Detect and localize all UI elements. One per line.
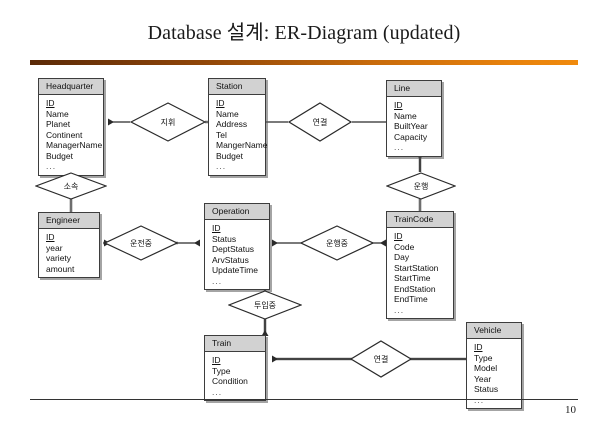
entity-operation-title: Operation [205, 204, 269, 220]
entity-train-attributes: ID Type Condition ... [205, 352, 265, 400]
diamond-shape [300, 225, 374, 261]
attribute-row: ArvStatus [212, 254, 249, 265]
attribute-row: year [46, 242, 63, 253]
attribute-row: StartTime [394, 273, 431, 283]
attribute-row: Status [212, 233, 237, 244]
entity-train[interactable]: Train ID Type Condition ... [204, 335, 266, 401]
attribute-row: ManagerName [46, 140, 103, 150]
diamond-shape [228, 290, 302, 320]
entity-station-title: Station [209, 79, 265, 95]
attribute-row: Day [394, 252, 410, 262]
page-number: 10 [565, 404, 576, 416]
entity-operation-attributes: ID Status DeptStatus ArvStatus UpdateTim… [205, 220, 269, 289]
attribute-row: Type [212, 365, 231, 376]
attribute-row: Tel [216, 129, 227, 140]
relationship-tuipjung[interactable]: 투입중 [228, 290, 302, 320]
entity-headquarter[interactable]: Headquarter ID Name Planet Continent Man… [38, 78, 104, 176]
entity-traincode-attributes: ID Code Day StartStation StartTime EndSt… [387, 228, 453, 318]
entity-engineer-title: Engineer [39, 213, 99, 229]
attribute-row: Budget [216, 150, 243, 161]
attribute-row: Year [474, 373, 492, 384]
attribute-row: Name [394, 110, 417, 121]
attribute-row: ID [216, 98, 225, 108]
attribute-row: ID [212, 223, 221, 233]
relationship-unjeonjung[interactable]: 운전중 [104, 225, 178, 261]
attribute-row: Address [216, 119, 248, 129]
attribute-row: Status [474, 384, 499, 394]
entity-station[interactable]: Station ID Name Address Tel MangerName B… [208, 78, 268, 176]
attribute-row: ... [394, 142, 405, 152]
attribute-row: Capacity [394, 131, 428, 142]
relationship-jihwi[interactable]: 지휘 [130, 102, 206, 142]
attribute-row: Type [474, 352, 493, 363]
attribute-row: ID [46, 232, 55, 242]
entity-engineer[interactable]: Engineer ID year variety amount [38, 212, 100, 278]
attribute-row: ID [394, 231, 403, 241]
entity-vehicle-attributes: ID Type Model Year Status ... [467, 339, 521, 408]
attribute-row: ... [394, 304, 405, 315]
attribute-row: ID [46, 98, 55, 108]
title-accent-rule [30, 60, 578, 65]
entity-vehicle[interactable]: Vehicle ID Type Model Year Status ... [466, 322, 522, 409]
attribute-row: UpdateTime [212, 265, 258, 275]
entity-headquarter-title: Headquarter [39, 79, 103, 95]
entity-line-attributes: ID Name BuiltYear Capacity ... [387, 97, 441, 156]
relationship-yeongyeol-vehicle-train[interactable]: 연결 [350, 340, 412, 378]
attribute-row: EndStation [394, 283, 436, 294]
attribute-row: MangerName [216, 140, 268, 150]
entity-operation[interactable]: Operation ID Status DeptStatus ArvStatus… [204, 203, 270, 290]
attribute-row: ID [212, 355, 221, 365]
entity-headquarter-attributes: ID Name Planet Continent ManagerName Bud… [39, 95, 103, 175]
attribute-row: ID [394, 100, 403, 110]
attribute-row: ... [216, 161, 227, 171]
relationship-unhaengjung[interactable]: 운행중 [300, 225, 374, 261]
entity-traincode-title: TrainCode [387, 212, 453, 228]
attribute-row: ID [474, 342, 483, 352]
diamond-shape [35, 172, 107, 200]
relationship-unhaeng[interactable]: 운행 [386, 172, 456, 200]
entity-train-title: Train [205, 336, 265, 352]
attribute-row: DeptStatus [212, 244, 255, 254]
entity-line-title: Line [387, 81, 441, 97]
attribute-row: Continent [46, 129, 83, 140]
attribute-row: Code [394, 241, 415, 252]
attribute-row: StartStation [394, 262, 439, 273]
diamond-shape [130, 102, 206, 142]
attribute-row: Name [216, 108, 239, 119]
relationship-yeongyeol-station-line[interactable]: 연결 [288, 102, 352, 142]
diamond-shape [350, 340, 412, 378]
footer-divider [30, 399, 578, 400]
attribute-row: BuiltYear [394, 121, 428, 131]
entity-vehicle-title: Vehicle [467, 323, 521, 339]
attribute-row: variety [46, 253, 72, 263]
entity-station-attributes: ID Name Address Tel MangerName Budget ..… [209, 95, 268, 175]
diamond-shape [104, 225, 178, 261]
attribute-row: Name [46, 108, 69, 119]
attribute-row: Model [474, 363, 498, 373]
attribute-row: Budget [46, 150, 73, 161]
entity-traincode[interactable]: TrainCode ID Code Day StartStation Start… [386, 211, 454, 319]
entity-engineer-attributes: ID year variety amount [39, 229, 99, 277]
attribute-row: Planet [46, 119, 71, 129]
diamond-shape [386, 172, 456, 200]
page-title: Database 설계: ER-Diagram (updated) [147, 22, 461, 44]
attribute-row: ... [46, 161, 57, 171]
entity-line[interactable]: Line ID Name BuiltYear Capacity ... [386, 80, 442, 157]
relationship-sosok[interactable]: 소속 [35, 172, 107, 200]
attribute-row: EndTime [394, 294, 428, 304]
diamond-shape [288, 102, 352, 142]
attribute-row: ... [212, 275, 223, 286]
attribute-row: Condition [212, 376, 248, 386]
attribute-row: ... [212, 386, 223, 397]
attribute-row: amount [46, 263, 75, 274]
